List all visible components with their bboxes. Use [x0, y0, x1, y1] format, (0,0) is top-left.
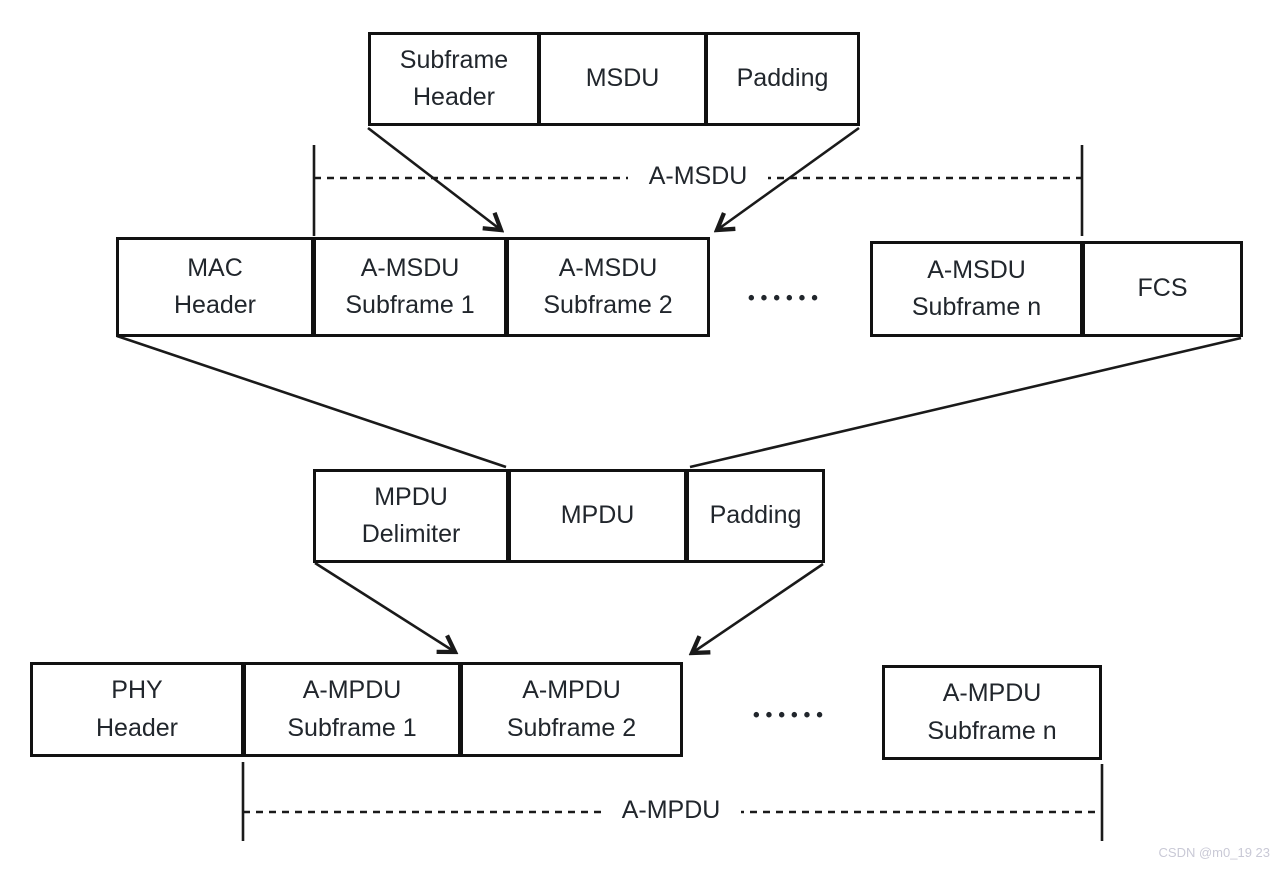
cell-mac-header: MAC Header — [174, 253, 256, 320]
cell-phy-header: PHY Header — [96, 676, 178, 742]
divider — [311, 240, 316, 334]
mpdu-expand-line-left — [116, 334, 507, 469]
divider — [537, 35, 541, 123]
ampdu-tail-box: A-MPDU Subframe n — [882, 665, 1102, 760]
msdu-subframe-box: Subframe Header MSDU Padding — [368, 32, 860, 126]
ampdu-ellipsis-dots: •••••• — [753, 705, 829, 726]
cell-msdu: MSDU — [585, 64, 660, 93]
cell-amsdu-subframe-2: A-MSDU Subframe 2 — [543, 253, 673, 320]
divider — [241, 665, 246, 754]
divider — [504, 240, 509, 334]
cell-subframe-header: Subframe Header — [399, 45, 509, 112]
cell-fcs: FCS — [1137, 274, 1188, 303]
divider — [458, 665, 463, 754]
divider — [704, 35, 708, 123]
watermark-text: CSDN @m0_19 23 — [1158, 845, 1270, 860]
mpdu-subframe-expand-arrow-left — [314, 561, 455, 652]
amsdu-frame-box: MAC Header A-MSDU Subframe 1 A-MSDU Subf… — [116, 237, 710, 337]
amsdu-range-label: A-MSDU — [628, 162, 768, 191]
cell-amsdu-subframe-n: A-MSDU Subframe n — [911, 255, 1042, 322]
mpdu-expand-line-right — [689, 336, 1242, 469]
cell-padding: Padding — [736, 64, 829, 93]
cell-ampdu-subframe-n: A-MPDU Subframe n — [927, 679, 1057, 745]
divider — [506, 472, 511, 560]
mpdu-subframe-box: MPDU Delimiter MPDU Padding — [313, 469, 825, 563]
cell-mpdu-padding: Padding — [709, 501, 802, 530]
divider — [684, 472, 689, 560]
amsdu-ellipsis-dots: •••••• — [748, 288, 824, 309]
divider — [1080, 244, 1085, 334]
ampdu-range-label: A-MPDU — [601, 796, 741, 825]
amsdu-tail-box: A-MSDU Subframe n FCS — [870, 241, 1243, 337]
ampdu-frame-box: PHY Header A-MPDU Subframe 1 A-MPDU Subf… — [30, 662, 683, 757]
cell-ampdu-subframe-1: A-MPDU Subframe 1 — [287, 676, 417, 742]
cell-mpdu-delimiter: MPDU Delimiter — [361, 482, 461, 549]
cell-ampdu-subframe-2: A-MPDU Subframe 2 — [506, 676, 637, 742]
mpdu-subframe-expand-arrow-right — [692, 562, 824, 653]
cell-mpdu: MPDU — [560, 501, 635, 530]
cell-amsdu-subframe-1: A-MSDU Subframe 1 — [345, 253, 475, 320]
msdu-subframe-expand-arrow-right — [717, 126, 860, 230]
